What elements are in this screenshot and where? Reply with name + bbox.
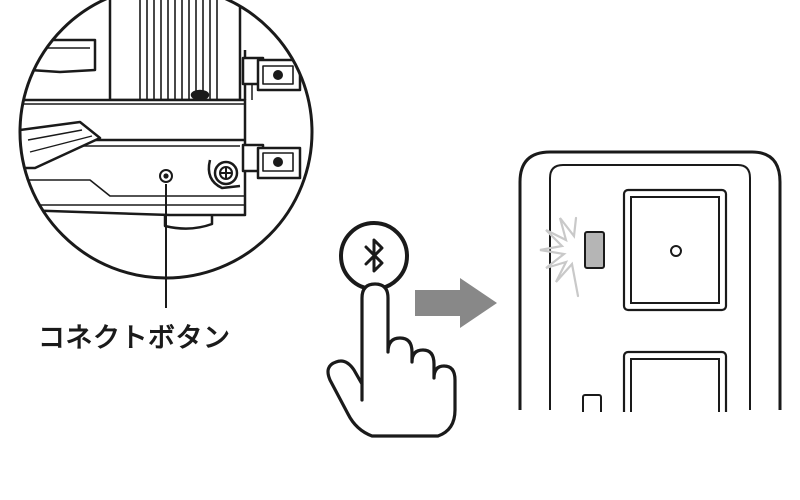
pointing-hand-icon <box>326 282 457 438</box>
connect-button-label: コネクトボタン <box>38 323 231 354</box>
led-flash-icon <box>539 216 580 298</box>
bluetooth-icon <box>364 238 384 273</box>
status-led <box>584 231 605 269</box>
magnified-device-view <box>18 0 314 308</box>
arrow-right-icon <box>415 278 497 328</box>
device-panel <box>518 150 782 426</box>
bluetooth-press-gesture <box>326 221 457 438</box>
